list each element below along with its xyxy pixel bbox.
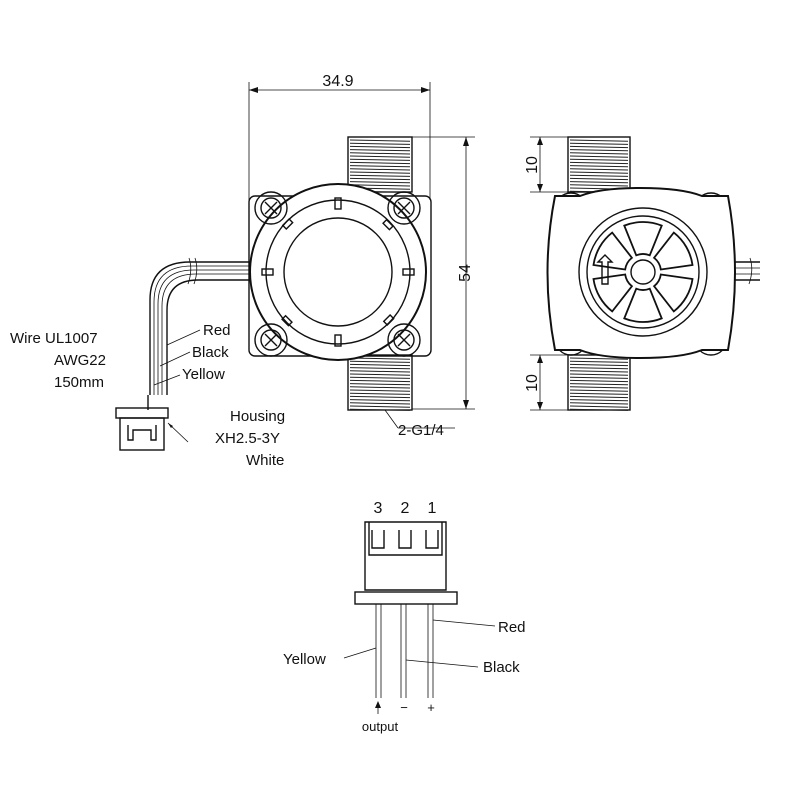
top-thread-dimension: 10 bbox=[524, 136, 568, 193]
housing-connector: Housing XH2.5-3Y White bbox=[115, 395, 285, 469]
pin-label-1: 1 bbox=[428, 500, 437, 517]
screw-bottom-right bbox=[387, 323, 421, 357]
housing-line1: Housing bbox=[230, 408, 285, 425]
pin-label-2: 2 bbox=[401, 500, 410, 517]
plus-label: + bbox=[427, 700, 435, 715]
minus-label: − bbox=[400, 700, 408, 715]
wire-spec-line1: Wire UL1007 bbox=[10, 330, 98, 347]
housing-line2: XH2.5-3Y bbox=[215, 430, 280, 447]
bottom-thread-dimension: 10 bbox=[524, 354, 568, 411]
top-thread-value: 10 bbox=[524, 156, 541, 174]
wire-spec-line2: AWG22 bbox=[54, 352, 106, 369]
impeller bbox=[578, 207, 708, 337]
thread-spec-callout: 2-G1/4 bbox=[384, 409, 455, 439]
height-dimension: 54 bbox=[412, 136, 475, 410]
impeller-blade bbox=[652, 273, 694, 313]
front-view: 34.9 54 bbox=[149, 73, 475, 439]
wire-yellow-label: Yellow bbox=[182, 366, 225, 383]
pinout-black-label: Black bbox=[483, 659, 520, 676]
bottom-thread-value: 10 bbox=[524, 374, 541, 392]
pinout-yellow-label: Yellow bbox=[283, 651, 326, 668]
connector-pinout: 3 2 1 Yellow Black Red output − + bbox=[283, 500, 526, 734]
impeller-blade bbox=[623, 221, 663, 257]
screw-top-left bbox=[254, 191, 288, 225]
wire-red-label: Red bbox=[203, 322, 231, 339]
impeller-blade bbox=[623, 287, 663, 323]
top-thread bbox=[347, 136, 413, 193]
wire-black-label: Black bbox=[192, 344, 229, 361]
impeller-blade bbox=[652, 231, 694, 271]
impeller-blade bbox=[592, 231, 634, 271]
wire-spec-line3: 150mm bbox=[54, 374, 104, 391]
output-label: output bbox=[362, 719, 399, 734]
pinout-red-label: Red bbox=[498, 619, 526, 636]
thread-spec-label: 2-G1/4 bbox=[398, 422, 444, 439]
flow-arrow-icon bbox=[596, 254, 614, 285]
screw-top-right bbox=[387, 191, 421, 225]
wire-bundle bbox=[149, 257, 250, 395]
height-value: 54 bbox=[457, 264, 474, 282]
width-value: 34.9 bbox=[322, 73, 353, 90]
bottom-thread bbox=[347, 354, 413, 411]
housing-line3: White bbox=[246, 452, 284, 469]
impeller-blade bbox=[592, 273, 634, 313]
side-view: 10 10 bbox=[524, 136, 760, 411]
main-ring bbox=[249, 183, 427, 361]
pin-label-3: 3 bbox=[374, 500, 383, 517]
wire-spec-labels: Wire UL1007 AWG22 150mm Red Black Yellow bbox=[10, 322, 231, 391]
screw-bottom-left bbox=[254, 323, 288, 357]
